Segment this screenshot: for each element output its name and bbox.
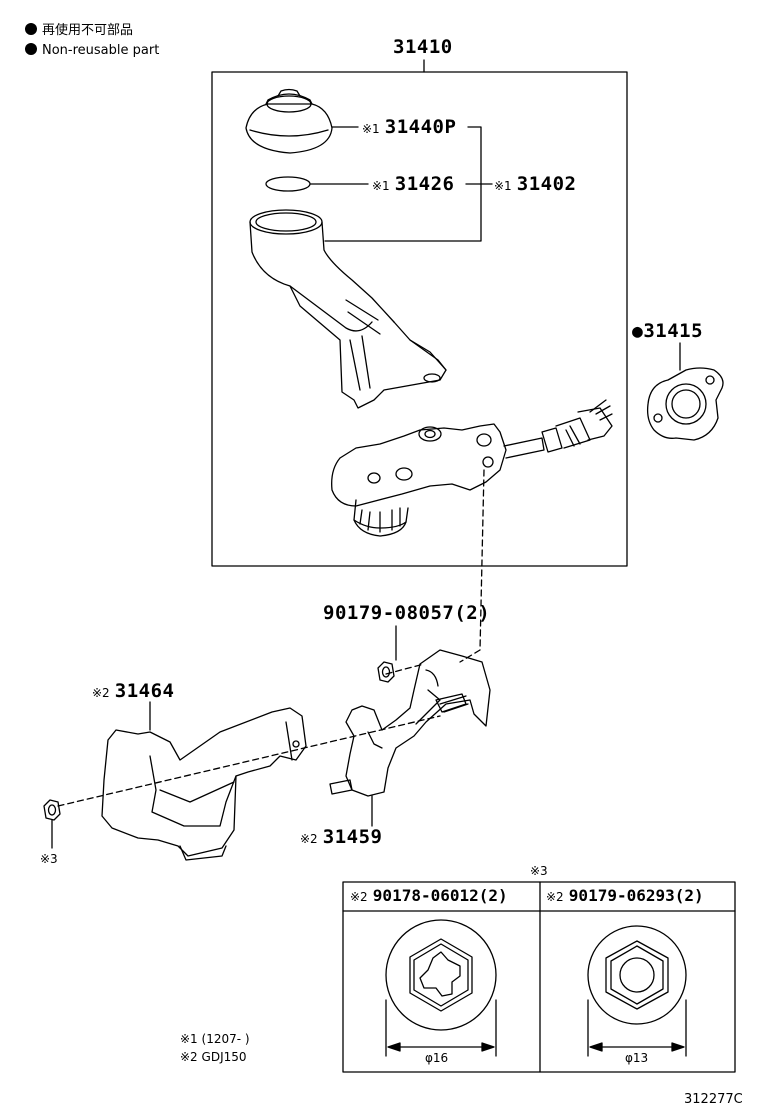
reservoir-gasket-drawing: [265, 176, 311, 192]
dim-a-arrow-left: [387, 1042, 401, 1052]
nut-table-frame: [342, 881, 736, 1073]
non-reusable-dot-icon: [25, 23, 37, 35]
stud-dashed-line: [57, 715, 441, 807]
non-reusable-dot-icon: [25, 43, 37, 55]
dim-b-arrow-right: [671, 1042, 685, 1052]
nut-table-title: ※3: [530, 864, 548, 878]
nut-drawing: [377, 661, 395, 683]
bracket-cover-drawing: [101, 707, 307, 861]
nut-label: 90179-08057(2): [323, 602, 491, 624]
nut-table-cell-b-header: ※2 90179-06293(2): [546, 886, 704, 905]
gasket-label: ※1 31426: [372, 173, 455, 195]
footnote-1: ※1 (1207- ): [180, 1032, 250, 1046]
flange-gasket-drawing: [646, 367, 724, 441]
dimension-b-label: φ13: [625, 1051, 649, 1065]
flange-nut-a-drawing: [385, 919, 497, 1031]
reservoir-kit-label: ※1 31402: [494, 173, 577, 195]
legend-en: Non-reusable part: [25, 42, 159, 60]
reservoir-cap-drawing: [245, 88, 333, 154]
dim-b-arrow-left: [589, 1042, 603, 1052]
dimension-a-label: φ16: [425, 1051, 449, 1065]
assembly-box: [211, 71, 628, 567]
small-nut-ref-label: ※3: [40, 852, 58, 866]
master-cylinder-drawing: [331, 399, 613, 537]
cap-label: ※1 31440P: [362, 116, 457, 138]
flange-nut-b-drawing: [587, 925, 687, 1025]
dim-a-arrow-right: [481, 1042, 495, 1052]
mounting-bracket-drawing: [329, 649, 491, 797]
small-nut-drawing: [43, 799, 61, 821]
flange-gasket-label: ●31415: [632, 320, 704, 342]
legend-jp: 再使用不可部品: [25, 22, 133, 40]
assembly-label: 31410: [393, 36, 453, 58]
bracket-cover-label: ※2 31464: [92, 680, 175, 702]
bracket-label: ※2 31459: [300, 826, 383, 848]
diagram-id: 312277C: [684, 1092, 743, 1107]
footnote-2: ※2 GDJ150: [180, 1050, 247, 1064]
nut-table-cell-a-header: ※2 90178-06012(2): [350, 886, 508, 905]
reservoir-drawing: [249, 209, 447, 409]
nut-dashed-line: [385, 663, 425, 675]
